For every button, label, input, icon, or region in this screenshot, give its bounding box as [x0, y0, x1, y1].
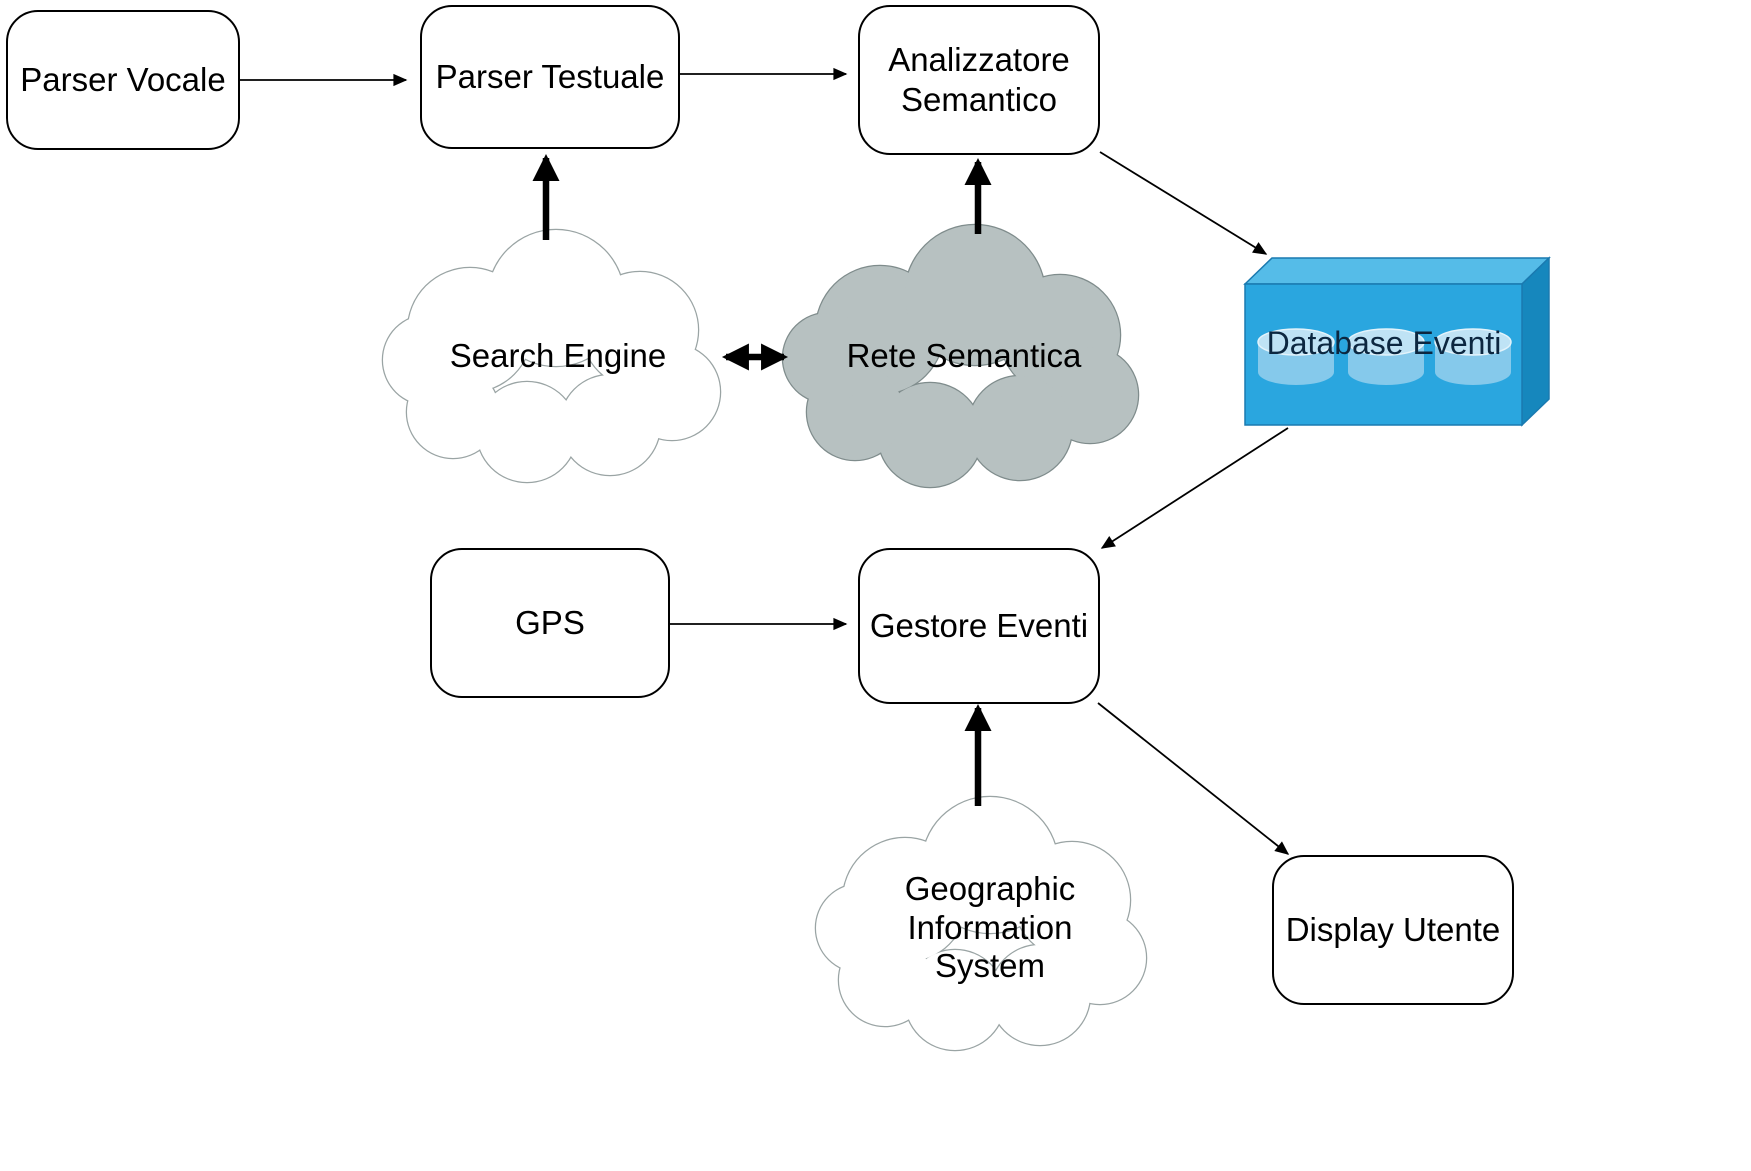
node-display-utente: Display Utente — [1272, 855, 1514, 1005]
node-parser-testuale-label: Parser Testuale — [435, 58, 665, 96]
node-gestore-eventi-label: Gestore Eventi — [869, 607, 1089, 645]
node-analizzatore-semantico: Analizzatore Semantico — [858, 5, 1100, 155]
node-parser-testuale: Parser Testuale — [420, 5, 680, 149]
node-gps: GPS — [430, 548, 670, 698]
node-parser-vocale: Parser Vocale — [6, 10, 240, 150]
database-cylinder-icon — [1257, 328, 1335, 385]
node-search-engine-label: Search Engine — [449, 336, 667, 374]
edge-analizzatore-to-database — [1099, 151, 1268, 255]
database-3d-shape — [1243, 256, 1551, 427]
node-geographic-information-system-label: Geographic Information System — [904, 869, 1076, 985]
edge-database-to-gestore — [1100, 427, 1289, 549]
node-display-utente-label: Display Utente — [1285, 911, 1501, 949]
database-cylinder-icon — [1434, 328, 1512, 385]
node-rete-semantica: Rete Semantica — [808, 332, 1120, 380]
node-search-engine: Search Engine — [408, 332, 708, 380]
node-analizzatore-semantico-label: Analizzatore Semantico — [888, 41, 1070, 118]
node-gps-label: GPS — [515, 604, 585, 642]
database-cylinder-icon — [1347, 328, 1425, 385]
edge-gestore-to-display — [1097, 702, 1290, 855]
node-database-eventi: Database Eventi — [1250, 288, 1518, 362]
node-parser-vocale-label: Parser Vocale — [20, 61, 226, 99]
node-database-eventi-label: Database Eventi — [1266, 325, 1502, 361]
node-gestore-eventi: Gestore Eventi — [858, 548, 1100, 704]
node-rete-semantica-label: Rete Semantica — [846, 336, 1082, 374]
node-geographic-information-system: Geographic Information System — [852, 866, 1128, 990]
